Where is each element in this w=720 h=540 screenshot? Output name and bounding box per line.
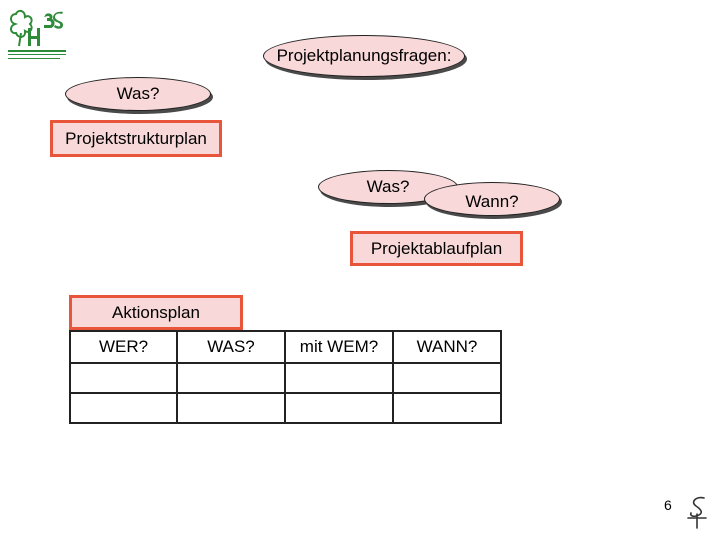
table-cell <box>284 392 394 424</box>
table-cell <box>284 362 394 394</box>
column-header-wann: WANN? <box>392 330 502 364</box>
table-cell <box>69 362 178 394</box>
wann-ellipse: Wann? <box>424 182 560 216</box>
column-header-mit-wem: mit WEM? <box>284 330 394 364</box>
table-row <box>69 362 502 394</box>
table-header-row: WER? WAS? mit WEM? WANN? <box>69 330 502 364</box>
was-label-2: Was? <box>366 177 410 196</box>
column-header-wer: WER? <box>69 330 178 364</box>
aktionsplan-table: WER? WAS? mit WEM? WANN? <box>69 330 502 424</box>
table-cell <box>392 362 502 394</box>
page-number: 6 <box>664 497 672 513</box>
planning-questions-title: Projektplanungsfragen: <box>276 46 452 65</box>
signature-mark-icon <box>687 496 707 529</box>
was-ellipse-2: Was? <box>318 170 458 204</box>
hbs-logo-icon <box>8 9 66 59</box>
table-row <box>69 392 502 424</box>
column-header-was: WAS? <box>176 330 286 364</box>
projektstrukturplan-box: Projektstrukturplan <box>50 120 222 157</box>
table-cell <box>176 362 286 394</box>
projektablaufplan-box: Projektablaufplan <box>350 231 523 266</box>
planning-questions-ellipse: Projektplanungsfragen: <box>263 35 465 77</box>
table-cell <box>69 392 178 424</box>
aktionsplan-label: Aktionsplan <box>112 302 200 322</box>
table-cell <box>392 392 502 424</box>
table-cell <box>176 392 286 424</box>
wann-label: Wann? <box>465 192 519 211</box>
projektstrukturplan-label: Projektstrukturplan <box>65 128 207 148</box>
aktionsplan-box: Aktionsplan <box>69 295 243 330</box>
was-label-1: Was? <box>116 84 160 103</box>
projektablaufplan-label: Projektablaufplan <box>370 238 503 258</box>
was-ellipse-1: Was? <box>65 77 211 111</box>
